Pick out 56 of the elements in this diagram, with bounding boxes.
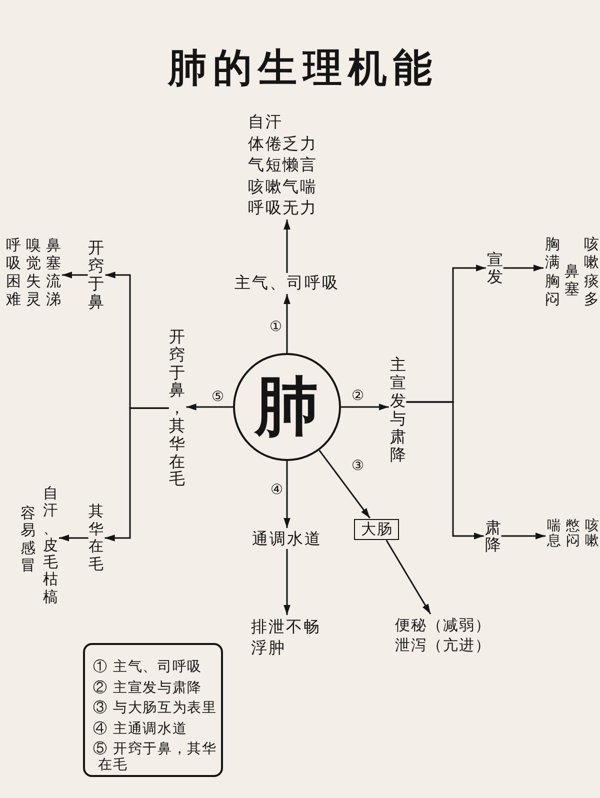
symptom-text: 鼻塞 [564,262,580,299]
arrow [341,404,389,410]
symptom-text: 咳嗽 [584,519,599,549]
symptom-text: 气短懒言 [248,154,318,176]
arrow [318,450,370,518]
symptom-text: 呼吸困难 [6,236,21,308]
arrow [284,294,290,353]
step-number: ③ [350,459,366,473]
function-label: 开窍于鼻，其华在毛 [168,328,186,488]
symptom-text: 体倦乏力 [248,132,318,154]
function-label: 主气、司呼吸 [234,273,340,293]
symptom-text: 呼吸无力 [248,197,318,218]
legend-item: ⑤ 开窍于鼻，其华在毛 [93,741,218,773]
symptom-text: 憋闷 [566,519,580,549]
symptom-text: 自汗、皮毛枯槁 [42,485,58,606]
step-number: ⑤ [210,390,226,404]
step-number: ① [268,320,284,334]
arrow [62,272,88,278]
symptom-text: 胸满胸闷 [544,235,560,308]
arrow [386,540,432,614]
organ-box: 大肠 [354,519,399,540]
arrow [503,264,544,272]
legend-item: ① 主气、司呼吸 [93,659,203,675]
symptom-text: 便秘（减弱） [395,615,491,635]
arrow [284,549,290,615]
arrow [104,407,169,542]
legend-item: ② 主宣发与肃降 [93,680,203,696]
symptom-text: 自汗 [248,111,284,132]
legend-item: ④ 主通调水道 [93,720,188,736]
step-number: ② [350,389,366,403]
function-label: 通调水道 [252,529,322,549]
arrow [284,461,290,528]
symptom-text: 浮肿 [251,637,287,658]
symptom-text: 喘息 [546,519,561,549]
symptom-text: 咳嗽气喘 [248,176,318,197]
arrow [59,534,88,542]
legend-item: ③ 与大肠互为表里 [93,700,218,716]
center-circle: 肺 [233,353,341,461]
branch-label: 其华在毛 [88,503,104,573]
title: 肺的生理机能 [166,45,438,92]
symptom-text: 容易感冒 [20,505,36,574]
arrow [406,401,484,540]
legend-box [83,643,223,777]
arrow [284,220,290,273]
step-number: ④ [270,483,284,497]
arrow [501,532,546,540]
arrow [186,404,233,410]
symptom-text: 嗅觉失灵 [26,236,41,308]
symptom-text: 排泄不畅 [251,616,321,637]
symptom-text: 鼻塞流涕 [46,236,61,308]
function-label: 主宣发与肃降 [390,356,406,464]
branch-label: 肃降 [484,519,502,553]
symptom-text: 咳嗽痰多 [584,235,599,308]
symptom-text: 泄泻（亢进） [395,635,491,655]
branch-label: 开窍于鼻 [88,239,104,311]
branch-label: 宣发 [486,251,504,285]
